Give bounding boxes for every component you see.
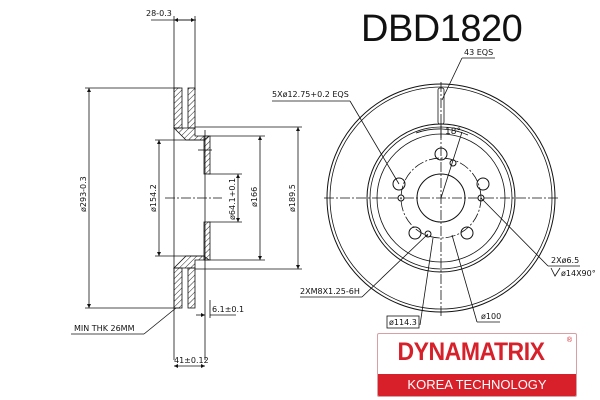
brand-name: DYNAMATRIX	[397, 338, 545, 366]
bolt-holes-label: 5Xø12.75+0.2 EQS	[272, 90, 349, 99]
part-number-title: DBD1820	[361, 8, 523, 50]
pin-holes-label: 2Xø6.5	[551, 256, 579, 265]
vent-slots-label: 43 EQS	[464, 48, 493, 57]
min-thickness-label: MIN THK 26MM	[74, 324, 135, 333]
angle-label: 18°	[445, 127, 461, 137]
pcd-label: ø114.3	[389, 318, 417, 327]
diameter-100-label: ø100	[481, 312, 501, 321]
countersink-label: ø14X90°	[561, 269, 596, 278]
threaded-holes-label: 2XM8X1.25-6H	[300, 287, 360, 296]
side-section-view: 28-0.3 ø293-0.3	[71, 9, 302, 368]
registered-mark: ®	[566, 337, 572, 344]
thickness-top-label: 28-0.3	[146, 9, 172, 18]
brand-tagline: KOREA TECHNOLOGY	[378, 374, 576, 396]
brand-logo: DYNAMATRIX ® KOREA TECHNOLOGY	[377, 333, 577, 397]
center-bore-label: ø64.1+0.1	[228, 178, 237, 220]
diameter-154-label: ø154.2	[149, 184, 158, 212]
diameter-189-label: ø189.5	[288, 184, 297, 212]
overall-height-label: 41±0.12	[174, 356, 209, 365]
front-view: 18° 43 EQS 5Xø12.75+0.2 EQS 2Xø6.5 ø14X9…	[272, 48, 596, 329]
overall-diameter-label: ø293-0.3	[79, 176, 88, 212]
hat-thickness-label: 6.1±0.1	[212, 305, 244, 314]
diameter-166-label: ø166	[250, 187, 259, 207]
